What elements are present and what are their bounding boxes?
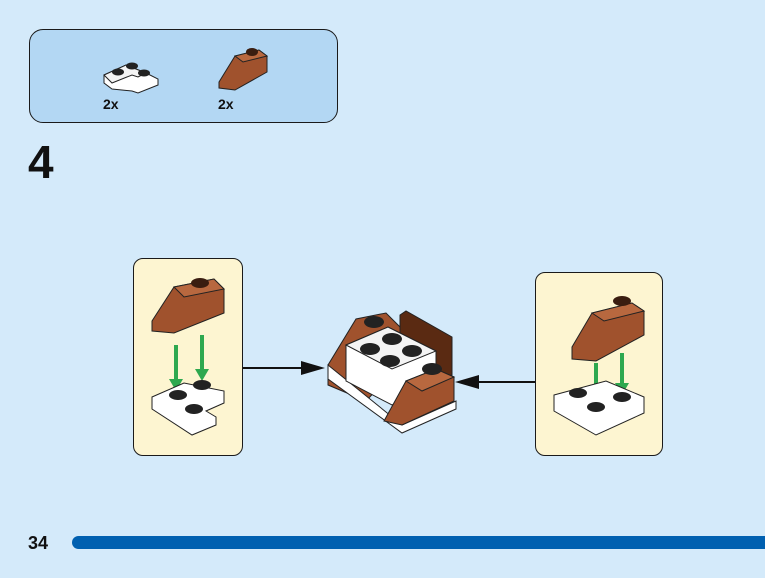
main-model-illustration bbox=[327, 310, 457, 434]
quantity-label: 2x bbox=[103, 96, 119, 112]
right-subassembly-callout bbox=[535, 272, 663, 456]
brown-slope-brick-image bbox=[218, 48, 269, 91]
parts-list-box: 2x 2x bbox=[29, 29, 338, 123]
progress-bar bbox=[72, 536, 765, 549]
left-subassembly-callout bbox=[133, 258, 243, 456]
subassembly-illustration bbox=[151, 278, 226, 436]
white-corner-plate-image bbox=[103, 62, 159, 94]
step-number: 4 bbox=[28, 136, 54, 188]
page-number: 34 bbox=[28, 533, 49, 553]
quantity-label: 2x bbox=[218, 96, 234, 112]
arrow-right-icon bbox=[243, 361, 325, 375]
subassembly-illustration bbox=[553, 296, 646, 436]
arrow-left-icon bbox=[455, 375, 537, 389]
